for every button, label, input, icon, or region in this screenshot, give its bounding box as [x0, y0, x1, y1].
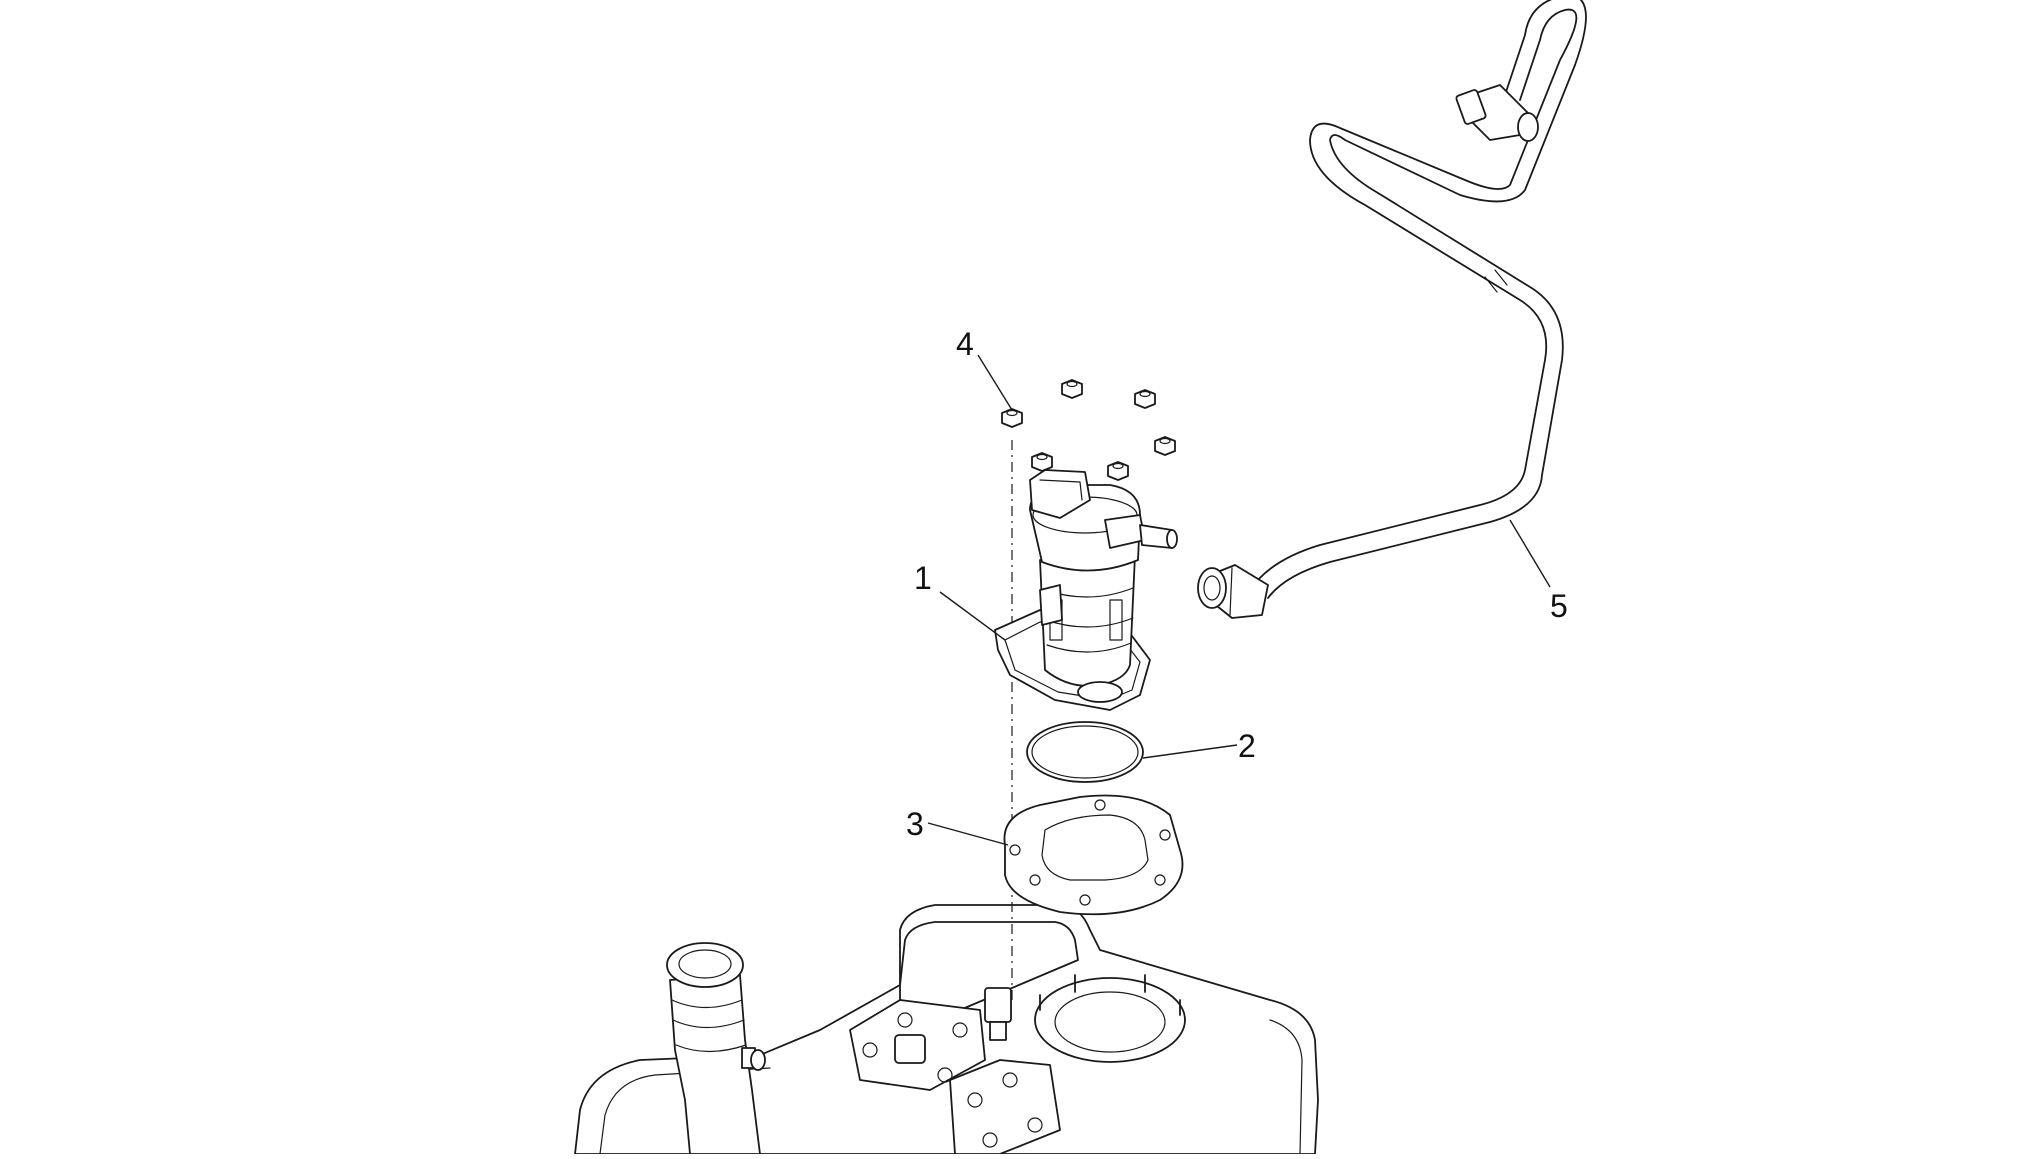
callout-5: 5	[1550, 588, 1568, 624]
leader-line-3	[927, 822, 1009, 846]
leader-line-5	[1509, 519, 1551, 588]
nut	[1134, 389, 1156, 409]
o-ring	[1026, 721, 1144, 783]
nut	[1154, 436, 1176, 456]
leader-line-4	[977, 354, 1013, 411]
gasket	[1003, 794, 1184, 916]
nut	[1031, 452, 1053, 472]
fuel-hose	[1197, 0, 1587, 619]
nut	[1001, 408, 1023, 428]
nut	[1061, 379, 1083, 399]
nuts	[1001, 379, 1176, 481]
callout-2: 2	[1238, 728, 1256, 764]
callout-4: 4	[956, 326, 974, 362]
nut	[1107, 461, 1129, 481]
leader-line-2	[1142, 744, 1238, 759]
callout-1: 1	[914, 560, 932, 596]
fuel-pump	[994, 469, 1178, 711]
fuel-tank	[574, 904, 1319, 1155]
leader-line-1	[939, 591, 1006, 641]
leader-lines	[927, 354, 1551, 846]
callout-3: 3	[906, 806, 924, 842]
